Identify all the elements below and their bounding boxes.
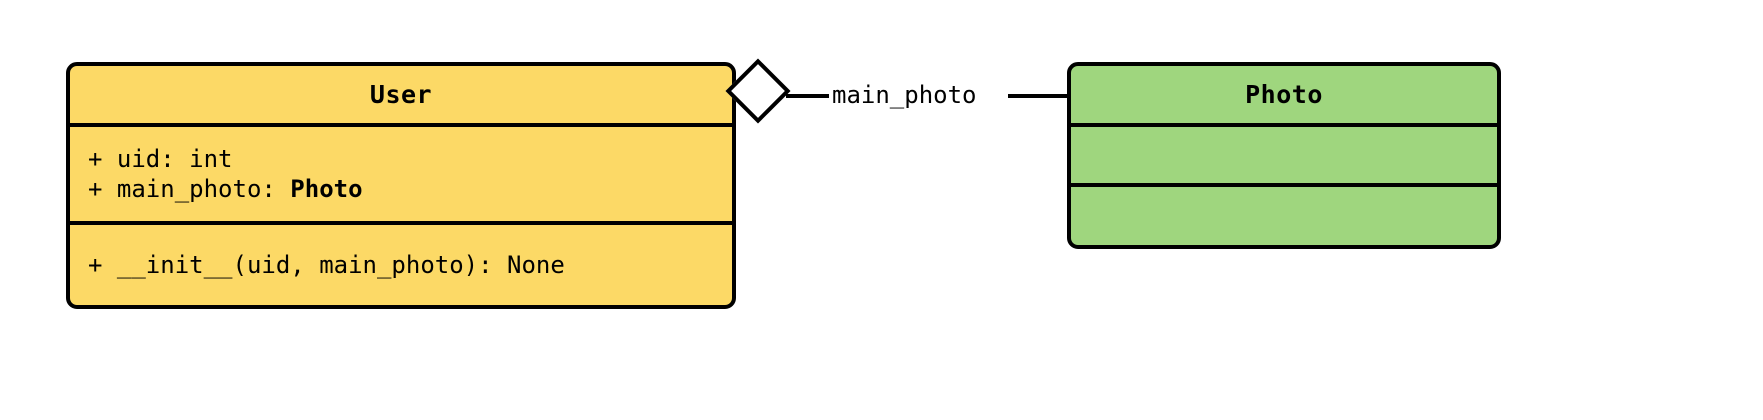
attribute-main-photo: + main_photo: Photo xyxy=(88,174,732,204)
association-line-right xyxy=(1008,94,1070,98)
class-box-user[interactable]: User + uid: int + main_photo: Photo + __… xyxy=(66,62,736,309)
class-box-photo[interactable]: Photo xyxy=(1067,62,1501,249)
association-line-left xyxy=(786,94,829,98)
class-methods-user: + __init__(uid, main_photo): None xyxy=(70,221,732,305)
attribute-main-photo-type: Photo xyxy=(290,175,363,203)
association-label-main-photo: main_photo xyxy=(829,80,980,110)
method-init: + __init__(uid, main_photo): None xyxy=(88,251,565,279)
class-methods-photo xyxy=(1071,183,1497,245)
attribute-main-photo-label: + main_photo: xyxy=(88,175,291,203)
class-title-photo: Photo xyxy=(1245,80,1323,109)
attribute-uid: + uid: int xyxy=(88,145,233,173)
class-title-user: User xyxy=(369,80,433,109)
class-attributes-user: + uid: int + main_photo: Photo xyxy=(70,123,732,221)
class-attributes-photo xyxy=(1071,123,1497,183)
